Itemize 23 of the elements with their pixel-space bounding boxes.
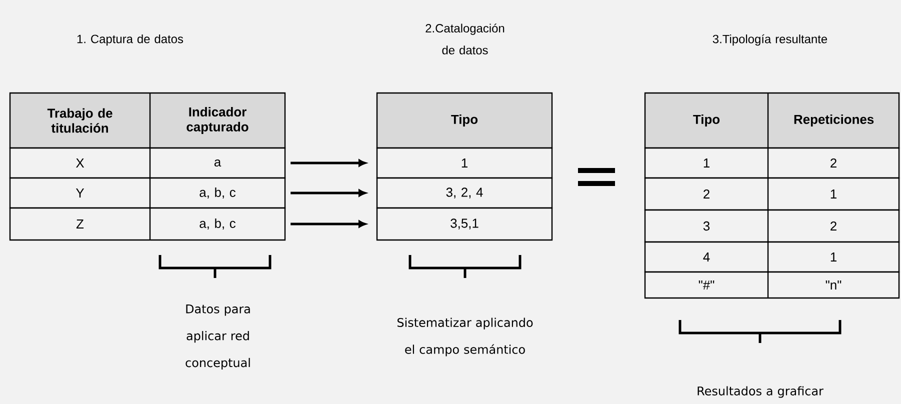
table-row: 3, 2, 4 [376, 177, 553, 209]
table-row: 1 [376, 147, 553, 179]
caption: Sistematizar aplicando el campo semántico [397, 318, 533, 356]
arrow [290, 159, 366, 167]
arrow [290, 189, 366, 197]
table-row: "#" "n" [644, 271, 900, 299]
section-heading: 3.Tipología resultante [712, 34, 828, 46]
table-row: 2 1 [644, 177, 900, 211]
table-row: 3,5,1 [376, 207, 553, 241]
table-row: 3 2 [644, 209, 900, 243]
section-heading: 2.Catalogación de datos [426, 24, 504, 54]
table-row: Z a, b, c [9, 207, 286, 241]
table-header-row: Tipo [376, 92, 553, 149]
table-header-row: Tipo Repeticiones [644, 92, 900, 149]
table-row: X a [9, 147, 286, 179]
section-heading: 1. Captura de datos [77, 34, 184, 46]
table-header-row: Trabajo de titulación Indicador capturado [9, 92, 286, 149]
caption: Resultados a graficar [698, 386, 824, 398]
table-row: Y a, b, c [9, 177, 286, 209]
caption: Datos para aplicar red conceptual [186, 304, 250, 370]
table-row: 1 2 [644, 147, 900, 179]
arrow [290, 220, 366, 228]
table-row: 4 1 [644, 241, 900, 273]
